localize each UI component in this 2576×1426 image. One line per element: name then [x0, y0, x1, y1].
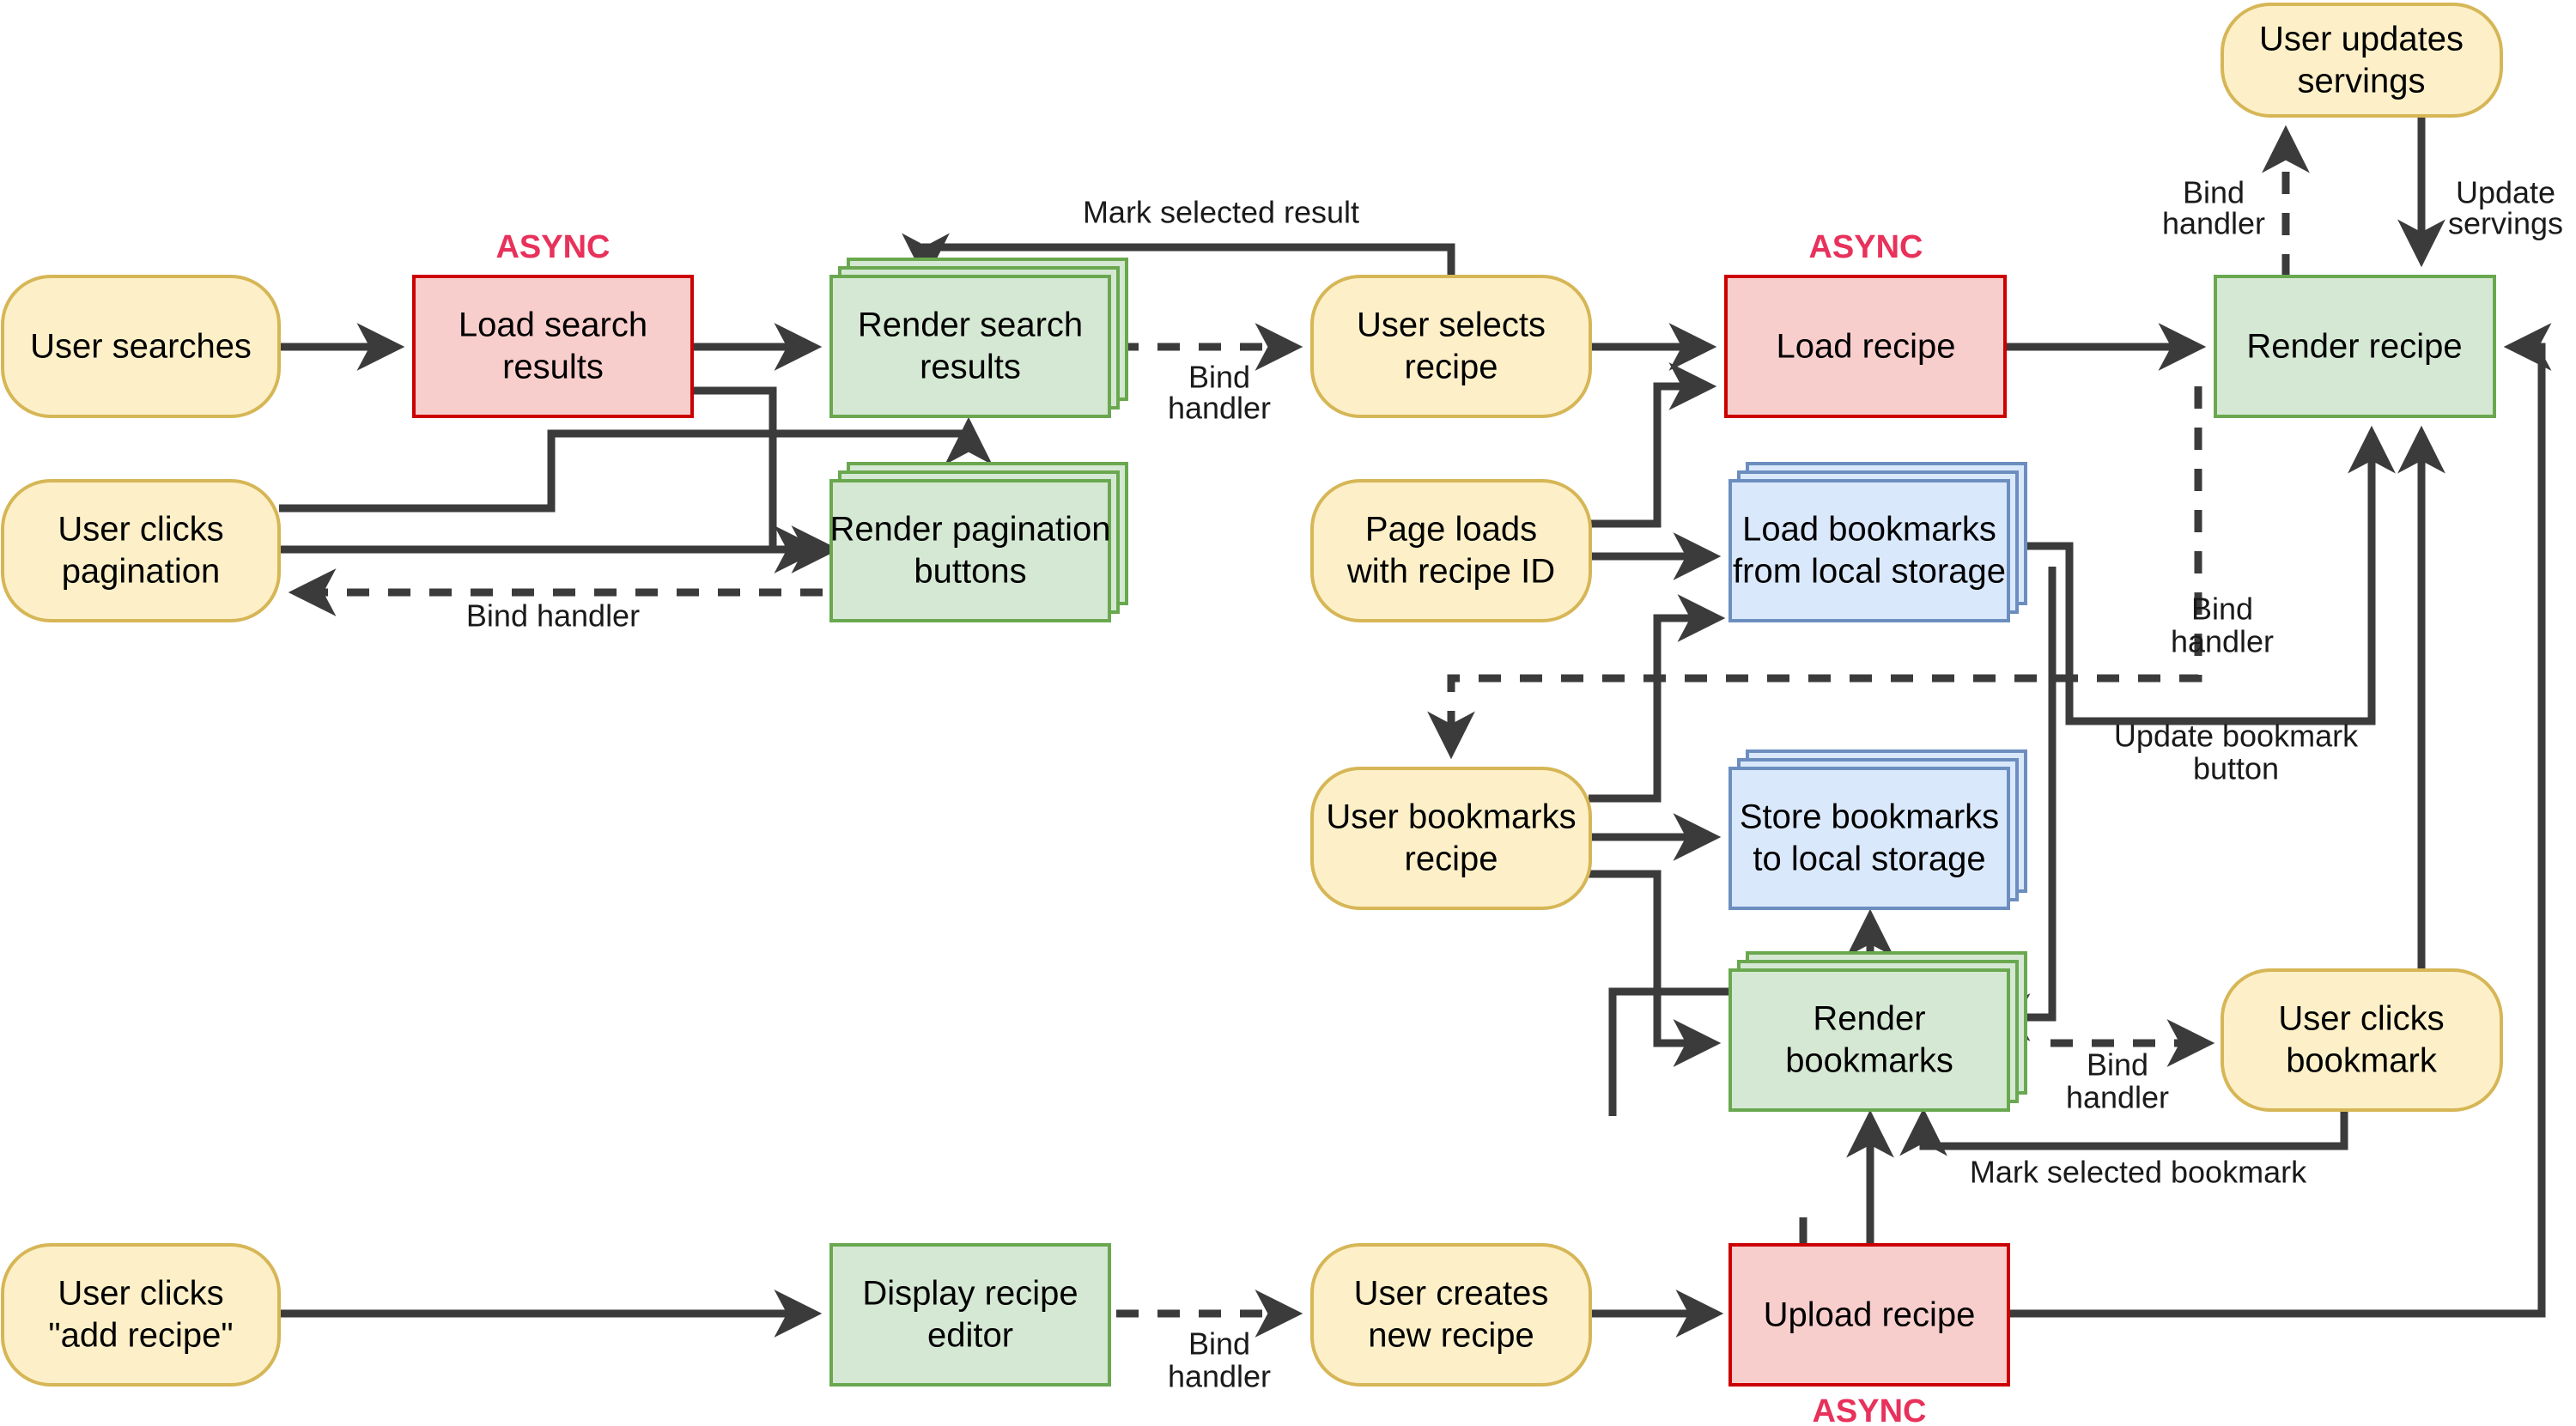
edge-label-mark-selected-bookmark: Mark selected bookmark — [1970, 1155, 2307, 1190]
node-load-recipe-label: Load recipe — [1776, 328, 1955, 366]
edge-label-bind-handler-search-1: Bind — [1188, 360, 1250, 395]
edge-page-loads-to-load-recipe — [1589, 362, 1717, 528]
edge-label-bind-handler-bookmarks-1: Bind — [2087, 1047, 2148, 1083]
node-render-search-results[interactable]: Render search results — [829, 258, 1128, 418]
node-render-pagination-buttons-label-1: Render pagination — [830, 511, 1111, 549]
node-store-bookmarks-label-1: Store bookmarks — [1740, 798, 1999, 836]
edge-user-bookmarks-to-load-bookmarks — [1589, 594, 1726, 803]
node-user-bookmarks-recipe[interactable]: User bookmarks recipe — [1310, 767, 1592, 910]
node-load-bookmarks-from-local-storage[interactable]: Load bookmarks from local storage — [1728, 462, 2027, 622]
node-display-recipe-editor-label-1: Display recipe — [862, 1275, 1078, 1313]
node-load-bookmarks-label-1: Load bookmarks — [1742, 511, 1996, 549]
edge-label-mark-selected-result: Mark selected result — [1083, 195, 1359, 230]
node-store-bookmarks-label-2: to local storage — [1753, 840, 1985, 878]
edge-label-bind-handler-bookmarks-2: handler — [2066, 1080, 2169, 1115]
edge-label-bind-handler-servings-2: handler — [2162, 206, 2265, 241]
edge-label-update-bookmark-button-1: Update bookmark — [2114, 719, 2359, 754]
edge-label-update-servings-1: Update — [2456, 175, 2555, 210]
node-user-creates-new-recipe[interactable]: User creates new recipe — [1310, 1243, 1592, 1387]
node-user-updates-servings[interactable]: User updates servings — [2221, 3, 2503, 118]
edge-render-recipe-bind-handler-bookmark — [1427, 386, 2202, 760]
node-render-bookmarks-label-1: Render — [1813, 1000, 1925, 1038]
node-user-clicks-add-recipe-label-2: "add recipe" — [48, 1317, 233, 1355]
node-user-creates-new-recipe-label-1: User creates — [1354, 1275, 1549, 1313]
node-user-bookmarks-recipe-label-2: recipe — [1405, 840, 1498, 878]
node-user-clicks-bookmark-label-2: bookmark — [2286, 1042, 2438, 1080]
node-user-clicks-pagination-label-2: pagination — [62, 553, 221, 591]
edge-label-bind-handler-editor-1: Bind — [1188, 1326, 1250, 1362]
node-store-bookmarks-to-local-storage[interactable]: Store bookmarks to local storage — [1728, 749, 2027, 910]
edge-load-bookmarks-to-render-recipe — [1996, 425, 2396, 725]
node-load-recipe[interactable]: ASYNC Load recipe — [1724, 229, 2007, 418]
node-display-recipe-editor[interactable]: Display recipe editor — [829, 1243, 1111, 1387]
node-load-search-results-label-2: results — [502, 349, 604, 386]
async-marker-load-recipe: ASYNC — [1808, 229, 1923, 265]
node-upload-recipe[interactable]: Upload recipe ASYNC — [1728, 1243, 2010, 1426]
node-user-clicks-pagination[interactable]: User clicks pagination — [1, 479, 281, 622]
nodes-layer: User searches ASYNC Load search results … — [1, 3, 2503, 1426]
node-user-selects-recipe[interactable]: User selects recipe — [1310, 275, 1592, 418]
node-user-creates-new-recipe-label-2: new recipe — [1368, 1317, 1534, 1355]
node-load-bookmarks-label-2: from local storage — [1733, 553, 2006, 591]
node-render-bookmarks-label-2: bookmarks — [1785, 1042, 1953, 1080]
node-render-pagination-buttons-label-2: buttons — [914, 553, 1026, 591]
node-render-bookmarks[interactable]: Render bookmarks — [1728, 951, 2027, 1112]
edge-label-bind-handler-search-2: handler — [1168, 391, 1271, 426]
edge-user-bookmarks-to-render-bookmarks — [1589, 870, 1722, 1067]
node-user-searches-label: User searches — [30, 328, 252, 366]
node-display-recipe-editor-label-2: editor — [927, 1317, 1013, 1355]
async-marker-load-search-results: ASYNC — [495, 229, 610, 265]
node-user-updates-servings-label-2: servings — [2298, 63, 2426, 100]
node-user-clicks-bookmark-label-1: User clicks — [2278, 1000, 2444, 1038]
node-load-search-results[interactable]: ASYNC Load search results — [412, 229, 694, 418]
edge-label-bind-handler-pagination: Bind handler — [466, 598, 640, 634]
node-user-clicks-bookmark[interactable]: User clicks bookmark — [2221, 968, 2503, 1112]
node-user-bookmarks-recipe-label-1: User bookmarks — [1326, 798, 1576, 836]
node-user-clicks-pagination-label-1: User clicks — [58, 511, 223, 549]
edge-mark-selected-bookmark — [1899, 1107, 2348, 1156]
edge-label-bind-handler-bookmark-btn-2: handler — [2171, 624, 2274, 659]
node-render-recipe[interactable]: Render recipe — [2214, 275, 2496, 418]
node-render-recipe-label: Render recipe — [2246, 328, 2462, 366]
edge-load-search-to-render-pagination — [692, 386, 840, 573]
node-load-search-results-label-1: Load search — [459, 306, 647, 344]
node-user-selects-recipe-label-1: User selects — [1357, 306, 1546, 344]
node-user-clicks-add-recipe-label-1: User clicks — [58, 1275, 223, 1313]
edge-upload-recipe-to-render-recipe — [2005, 323, 2552, 1318]
edge-label-update-servings-2: servings — [2448, 206, 2563, 241]
node-render-search-results-label-1: Render search — [858, 306, 1083, 344]
node-page-loads-label-1: Page loads — [1365, 511, 1537, 549]
node-user-selects-recipe-label-2: recipe — [1405, 349, 1498, 386]
node-upload-recipe-label: Upload recipe — [1764, 1296, 1976, 1334]
node-user-searches[interactable]: User searches — [1, 275, 281, 418]
node-render-search-results-label-2: results — [920, 349, 1021, 386]
edge-label-update-bookmark-button-2: button — [2193, 751, 2279, 786]
node-user-clicks-add-recipe[interactable]: User clicks "add recipe" — [1, 1243, 281, 1387]
async-marker-upload-recipe: ASYNC — [1812, 1393, 1926, 1426]
edge-label-bind-handler-bookmark-btn-1: Bind — [2191, 592, 2253, 627]
node-page-loads-label-2: with recipe ID — [1346, 553, 1555, 591]
edge-label-bind-handler-editor-2: handler — [1168, 1359, 1271, 1394]
edge-label-bind-handler-servings-1: Bind — [2183, 175, 2245, 210]
edge-labels-layer: Mark selected result Bind handler Bind h… — [466, 175, 2563, 1394]
node-user-updates-servings-label-1: User updates — [2259, 21, 2464, 58]
edge-pagination-to-render-search — [279, 416, 993, 513]
node-render-pagination-buttons[interactable]: Render pagination buttons — [829, 462, 1128, 622]
node-page-loads-with-recipe-id[interactable]: Page loads with recipe ID — [1310, 479, 1592, 622]
